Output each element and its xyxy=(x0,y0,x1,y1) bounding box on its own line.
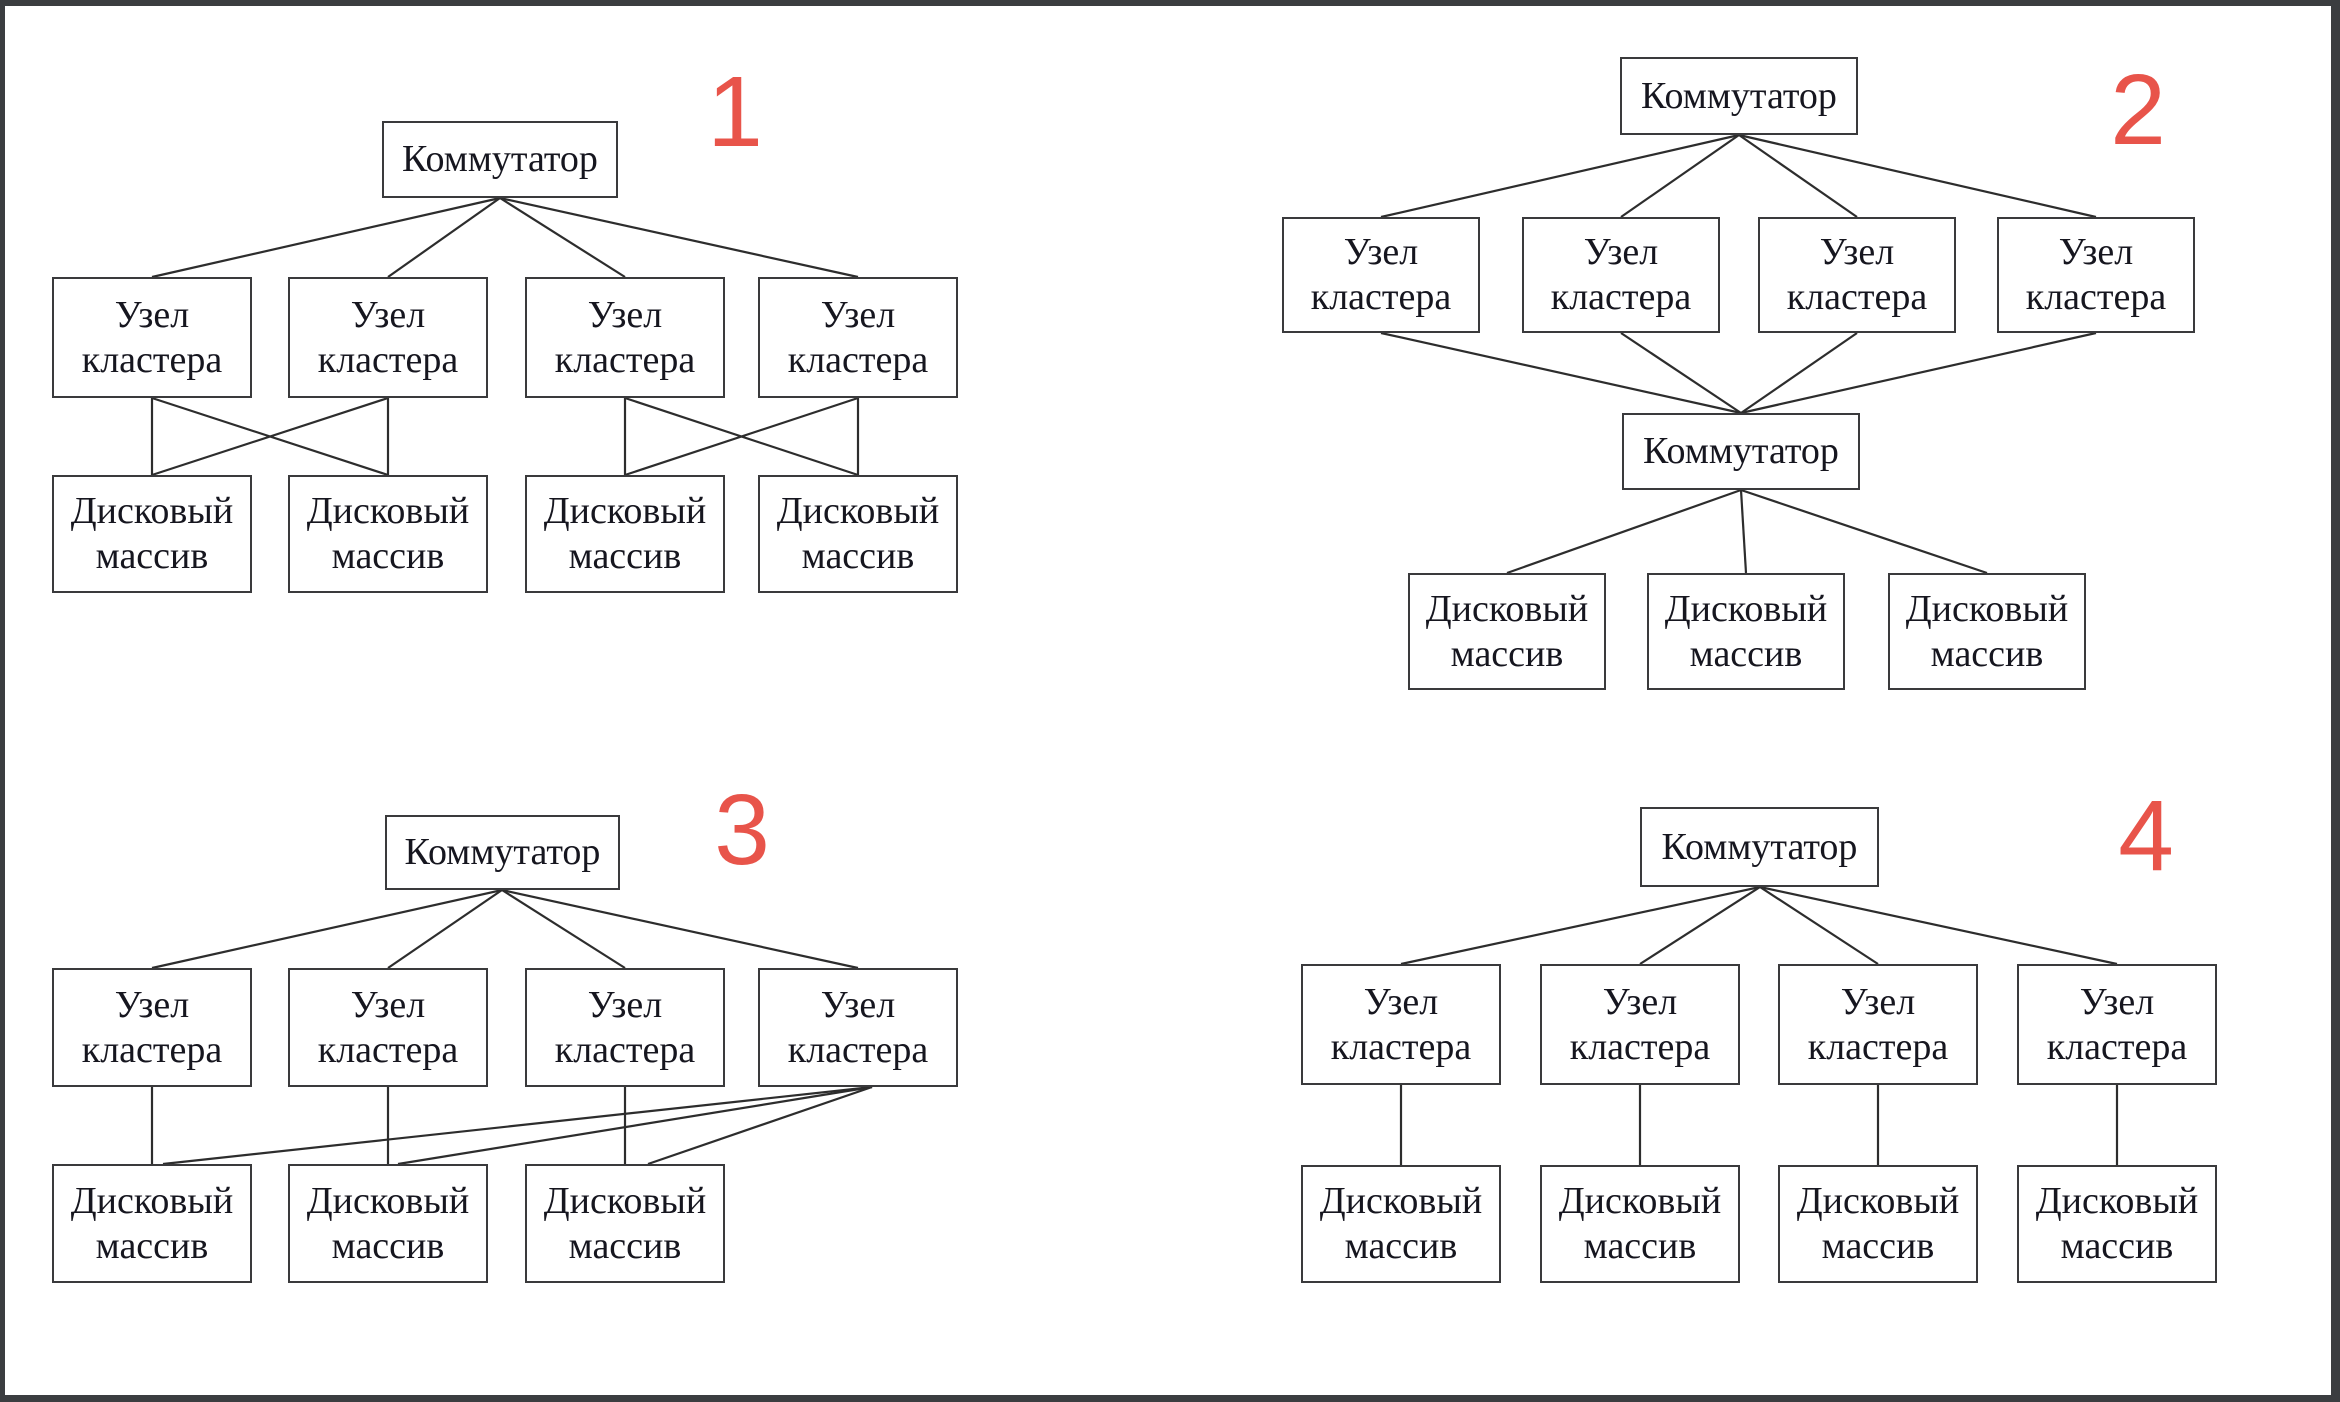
d2-edge-switch2-disk3 xyxy=(1740,488,1988,575)
d2-edge-node3-switch2 xyxy=(1740,332,1858,414)
d2-edge-switch1-node4 xyxy=(1738,133,2097,219)
d4-edge-switch-node4 xyxy=(1759,885,2118,966)
d1-edge-switch-node1 xyxy=(151,196,501,279)
d1-edge-switch-node2 xyxy=(387,197,501,278)
d3-edge-node4-disk3 xyxy=(647,1085,873,1166)
d3-edge-switch-node4 xyxy=(501,888,859,970)
d1-edge-node2-disk1 xyxy=(151,396,389,477)
frame-right-border xyxy=(2331,0,2340,1402)
d1-edge-switch-node4 xyxy=(499,196,859,279)
d4-edge-switch-node2 xyxy=(1639,886,1761,965)
d2-edge-switch1-node2 xyxy=(1620,134,1740,218)
d3-edge-switch-node3 xyxy=(501,889,626,969)
frame-top-border xyxy=(0,0,2340,6)
frame-bottom-border xyxy=(0,1395,2340,1402)
d1-edge-switch-node3 xyxy=(499,197,626,278)
d2-edge-switch2-disk1 xyxy=(1506,488,1742,575)
d3-edge-node4-disk1 xyxy=(162,1085,873,1166)
d2-edge-node4-switch2 xyxy=(1740,331,2097,415)
d1-edge-node4-disk3 xyxy=(624,396,859,477)
d2-edge-switch1-node1 xyxy=(1380,133,1740,219)
d4-edge-switch-node1 xyxy=(1400,885,1761,966)
d3-edge-node4-disk2 xyxy=(397,1085,873,1166)
frame-left-border xyxy=(0,0,5,1402)
d2-edge-switch1-node3 xyxy=(1738,134,1858,218)
d3-edge-switch-node2 xyxy=(387,889,503,969)
d2-edge-node1-switch2 xyxy=(1380,331,1742,415)
d4-edge-switch-node3 xyxy=(1759,886,1879,965)
d2-edge-node2-switch2 xyxy=(1620,332,1742,414)
d3-edge-switch-node1 xyxy=(151,888,503,970)
d2-edge-switch2-disk2 xyxy=(1739,489,1748,574)
